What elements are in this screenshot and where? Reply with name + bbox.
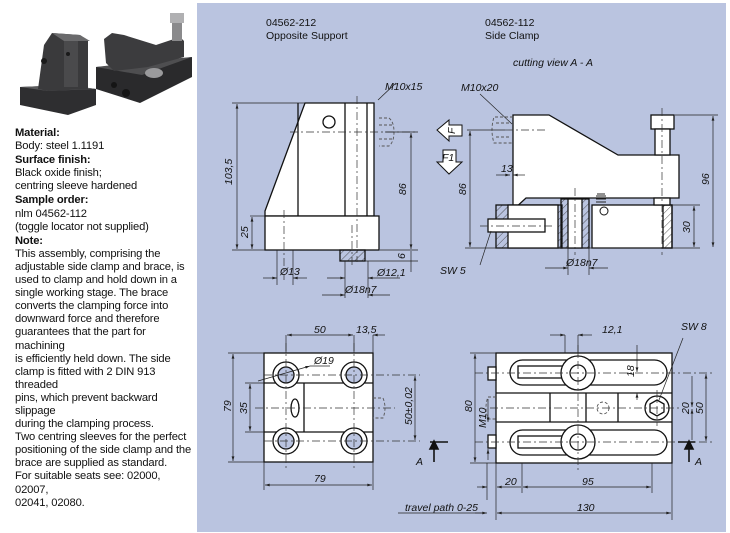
clamp-top-dim-hole-spacing: 50 bbox=[694, 402, 706, 414]
note-line: adjustable side clamp and brace, is bbox=[15, 260, 185, 273]
opposite-support-top-view bbox=[263, 352, 374, 463]
note-line: during the clamping process. bbox=[15, 418, 154, 431]
opposite-support-dimensions bbox=[232, 82, 418, 298]
dim-sleeve-depth: 6 bbox=[396, 253, 408, 259]
clamp-dim-base-height: 30 bbox=[681, 221, 693, 233]
dim-base-height: 25 bbox=[239, 226, 251, 239]
clamp-dim-sleeve-dia: Ø18n7 bbox=[565, 257, 599, 269]
clamp-top-wrench-size: SW 8 bbox=[681, 321, 707, 333]
clamp-top-dim-thread: M10 bbox=[477, 407, 489, 428]
top-view-centerlines bbox=[255, 343, 420, 470]
technical-drawing-panel: 04562-212 Opposite Support 04562-112 Sid… bbox=[197, 3, 726, 532]
top-view-thread-hidden bbox=[373, 397, 386, 419]
clamp-top-dim-total: 130 bbox=[577, 502, 595, 514]
section-markers bbox=[428, 439, 695, 462]
surface-finish-line: centring sleeve hardened bbox=[15, 180, 138, 193]
clamp-top-dim-height: 80 bbox=[463, 400, 475, 412]
top-dim-offset-x: 13,5 bbox=[356, 324, 377, 336]
left-column: Material: Body: steel 1.1191 Surface fin… bbox=[0, 0, 196, 533]
note-line: converts the clamping force into bbox=[15, 300, 169, 313]
clamp-top-dimensions bbox=[398, 333, 708, 520]
note-line: This assembly, comprising the bbox=[15, 247, 161, 260]
spring bbox=[596, 193, 606, 203]
dim-height-total: 103,5 bbox=[223, 159, 235, 185]
note-line: positioning of the side clamp and the bbox=[15, 444, 192, 457]
opposite-support-code: 04562-212 bbox=[266, 17, 316, 29]
note-line: clamp is fitted with 2 DIN 913 threaded bbox=[15, 365, 156, 391]
opposite-support-side-view bbox=[264, 102, 380, 262]
clamp-thread-callout: M10x20 bbox=[461, 82, 499, 94]
top-dim-inner-height: 35 bbox=[238, 402, 250, 414]
note-line: pins, which prevent backward slippage bbox=[15, 391, 158, 417]
force-label-f1: F1 bbox=[442, 152, 454, 164]
note-line: For suitable seats see: 02000, 02007, bbox=[15, 470, 161, 496]
clamp-dim-offset: 13 bbox=[501, 163, 513, 175]
dim-bore-dia: Ø13 bbox=[279, 266, 300, 278]
side-clamp-section-view bbox=[487, 114, 680, 249]
note-line: guarantees that the part for machining bbox=[15, 326, 146, 352]
clamp-dim-force-height: 86 bbox=[457, 183, 469, 195]
top-view-dimensions bbox=[228, 333, 417, 490]
dim-thread-dia: Ø12,1 bbox=[376, 267, 406, 279]
note-line: single working stage. The brace bbox=[15, 287, 169, 300]
top-dim-height: 79 bbox=[222, 400, 234, 412]
note-heading: Note: bbox=[15, 234, 43, 247]
clamp-wrench-size: SW 5 bbox=[440, 265, 466, 277]
pin-hole bbox=[599, 206, 609, 216]
top-dim-hole-spacing-y: 50±0,02 bbox=[403, 387, 415, 425]
note-line: brace are supplied as standard. bbox=[15, 457, 168, 470]
section-marker-right: A bbox=[694, 456, 702, 468]
force-arrow-f1 bbox=[435, 149, 464, 175]
side-clamp-top-view bbox=[487, 352, 673, 464]
clamp-centerlines bbox=[480, 108, 663, 255]
clamp-top-dim-center: 20 bbox=[680, 402, 692, 415]
note-line: used to clamp and hold down in a bbox=[15, 274, 177, 287]
clamp-top-dim-mid: 95 bbox=[582, 476, 594, 488]
centerlines bbox=[283, 96, 415, 280]
surface-finish-heading: Surface finish: bbox=[15, 154, 91, 167]
sample-order-heading: Sample order: bbox=[15, 194, 89, 207]
product-photo bbox=[8, 5, 194, 123]
note-line: 02041, 02080. bbox=[15, 496, 85, 509]
side-clamp-code: 04562-112 bbox=[485, 17, 535, 29]
material-text: Body: steel 1.1191 bbox=[15, 140, 105, 153]
top-dim-hole-spacing-x: 50 bbox=[314, 324, 326, 336]
dim-sleeve-dia: Ø18n7 bbox=[344, 284, 378, 296]
note-line: is efficiently held down. The side bbox=[15, 352, 171, 365]
clamp-top-dim-slot: 18 bbox=[625, 365, 637, 377]
top-dim-width: 79 bbox=[314, 473, 326, 485]
note-line: Two centring sleeves for the perfect bbox=[15, 431, 187, 444]
material-heading: Material: bbox=[15, 127, 60, 139]
top-dim-counterbore: Ø19 bbox=[313, 355, 334, 367]
travel-path-label: travel path 0-25 bbox=[405, 502, 478, 514]
surface-finish-line: Black oxide finish; bbox=[15, 167, 102, 180]
clamp-top-dim-left: 20 bbox=[504, 476, 517, 488]
dim-force-height: 86 bbox=[397, 183, 409, 195]
thread-callout: M10x15 bbox=[385, 81, 423, 93]
section-marker-left: A bbox=[415, 456, 423, 468]
sample-order-line: nlm 04562-112 bbox=[15, 207, 87, 220]
side-clamp-dimensions bbox=[465, 93, 718, 275]
force-arrow-f bbox=[436, 118, 463, 143]
technical-drawing: 04562-212 Opposite Support 04562-112 Sid… bbox=[222, 17, 718, 520]
clamp-dim-total-height: 96 bbox=[700, 173, 712, 185]
clamp-top-centerlines bbox=[475, 345, 715, 470]
clamp-top-dim-offset: 12,1 bbox=[602, 324, 622, 336]
force-label-f: F bbox=[446, 127, 458, 134]
section-label: cutting view A - A bbox=[513, 57, 593, 69]
note-line: downward force and therefore bbox=[15, 313, 160, 326]
product-info: Material: Body: steel 1.1191 Surface fin… bbox=[15, 126, 195, 510]
sample-order-line: (toggle locator not supplied) bbox=[15, 220, 149, 233]
side-clamp-name: Side Clamp bbox=[485, 30, 539, 42]
opposite-support-name: Opposite Support bbox=[266, 30, 348, 42]
